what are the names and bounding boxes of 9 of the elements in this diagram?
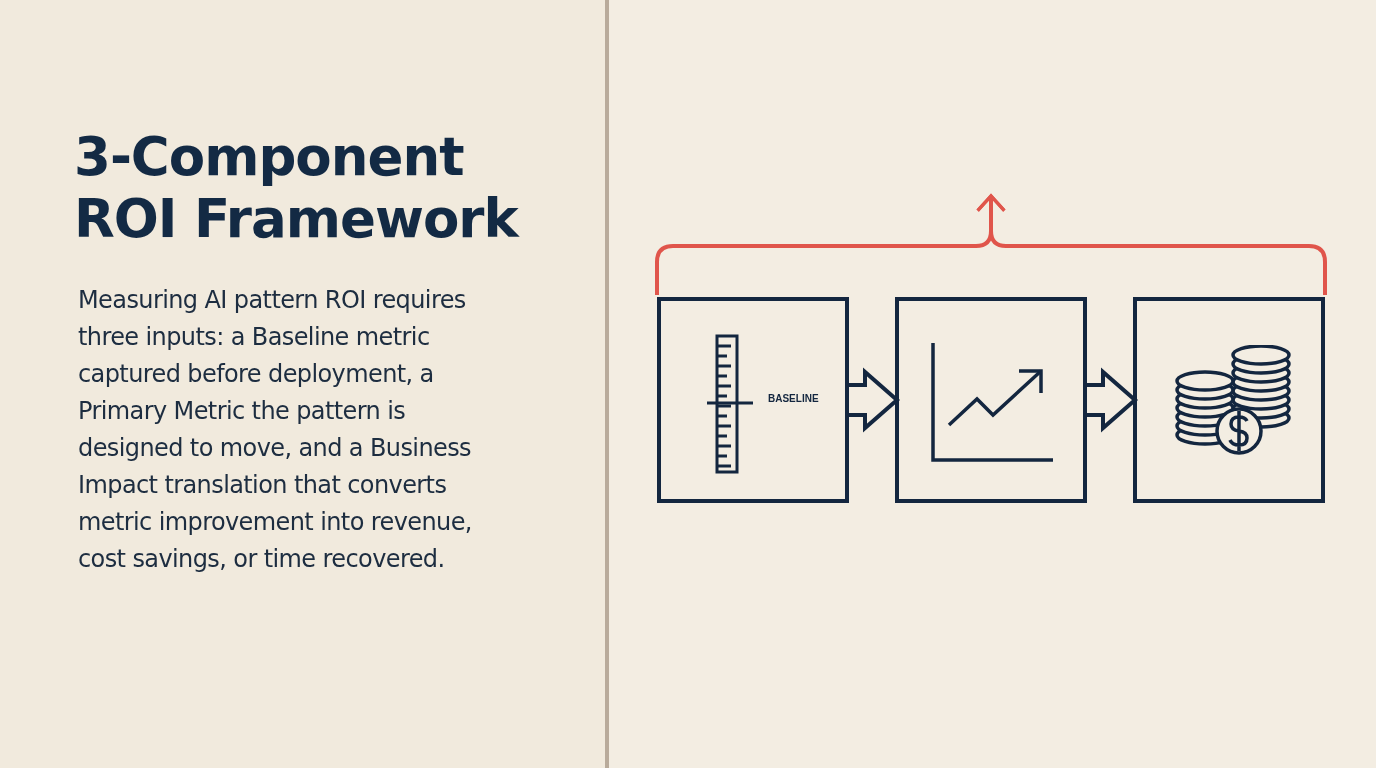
- bracket-arrow: [976, 194, 1327, 295]
- step-box: [895, 297, 1087, 503]
- block-arrow: [1085, 367, 1139, 433]
- baseline-label: BASELINE: [768, 393, 819, 404]
- step-box: [657, 297, 849, 503]
- block-arrow: [847, 367, 901, 433]
- title: 3-Component ROI Framework: [74, 126, 521, 250]
- description-text: Measuring AI pattern ROI requires three inputs: a Baseline metric captured before deployment, a Primary Metric the pattern is designed to move, and a Business Impact translation that converts metric improvement into revenue, cost savings, or time recovered.: [78, 285, 473, 575]
- step-box: [1133, 297, 1325, 503]
